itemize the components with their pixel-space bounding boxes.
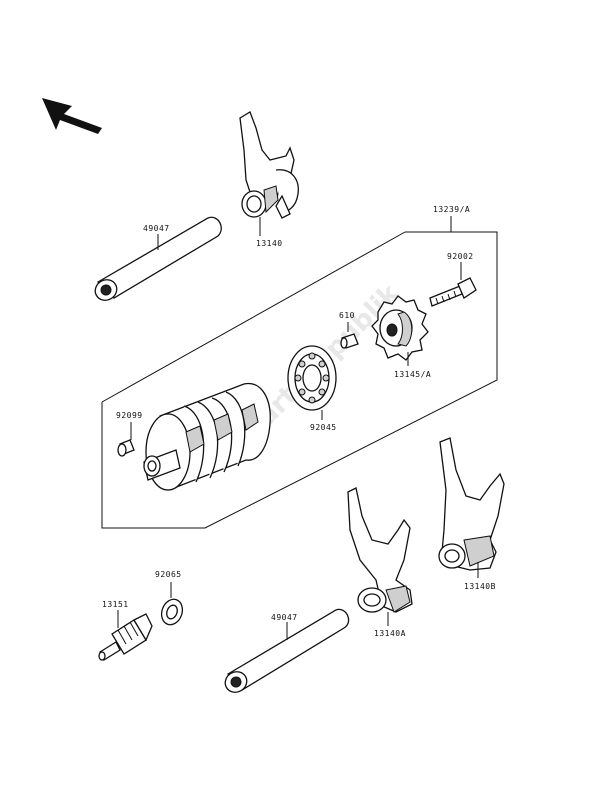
- frame-top-edge: [101, 231, 406, 403]
- part-label-13239a: 13239/A: [433, 205, 470, 214]
- cam-plate-13145a: [371, 295, 429, 361]
- pin-610: [340, 333, 359, 349]
- shift-rod-49047-top: [94, 216, 222, 301]
- bearing-92045: [287, 345, 337, 411]
- shift-fork-13140a: [347, 487, 413, 613]
- part-label-13145a: 13145/A: [394, 370, 431, 379]
- part-label-92045: 92045: [310, 423, 337, 432]
- part-label-92099: 92099: [116, 411, 143, 420]
- washer-92065: [160, 598, 184, 626]
- part-label-13140a: 13140A: [374, 629, 406, 638]
- shift-fork-13140b: [438, 437, 505, 571]
- front-arrow-icon: [42, 98, 102, 134]
- pin-92099: [117, 439, 135, 457]
- part-label-92065: 92065: [155, 570, 182, 579]
- part-label-13151: 13151: [102, 600, 129, 609]
- part-label-49047-top: 49047: [143, 224, 170, 233]
- shift-fork-13140: [239, 111, 299, 219]
- part-label-610: 610: [339, 311, 355, 320]
- part-label-49047-bottom: 49047: [271, 613, 298, 622]
- bolt-92002: [429, 277, 477, 307]
- part-label-13140: 13140: [256, 239, 283, 248]
- assembly-frame: [101, 231, 498, 529]
- shift-drum-13239a: [143, 382, 271, 491]
- part-label-92002: 92002: [447, 252, 474, 261]
- shift-rod-49047-bottom: [224, 608, 350, 693]
- part-label-13140b: 13140B: [464, 582, 496, 591]
- shaft-13151: [98, 613, 153, 661]
